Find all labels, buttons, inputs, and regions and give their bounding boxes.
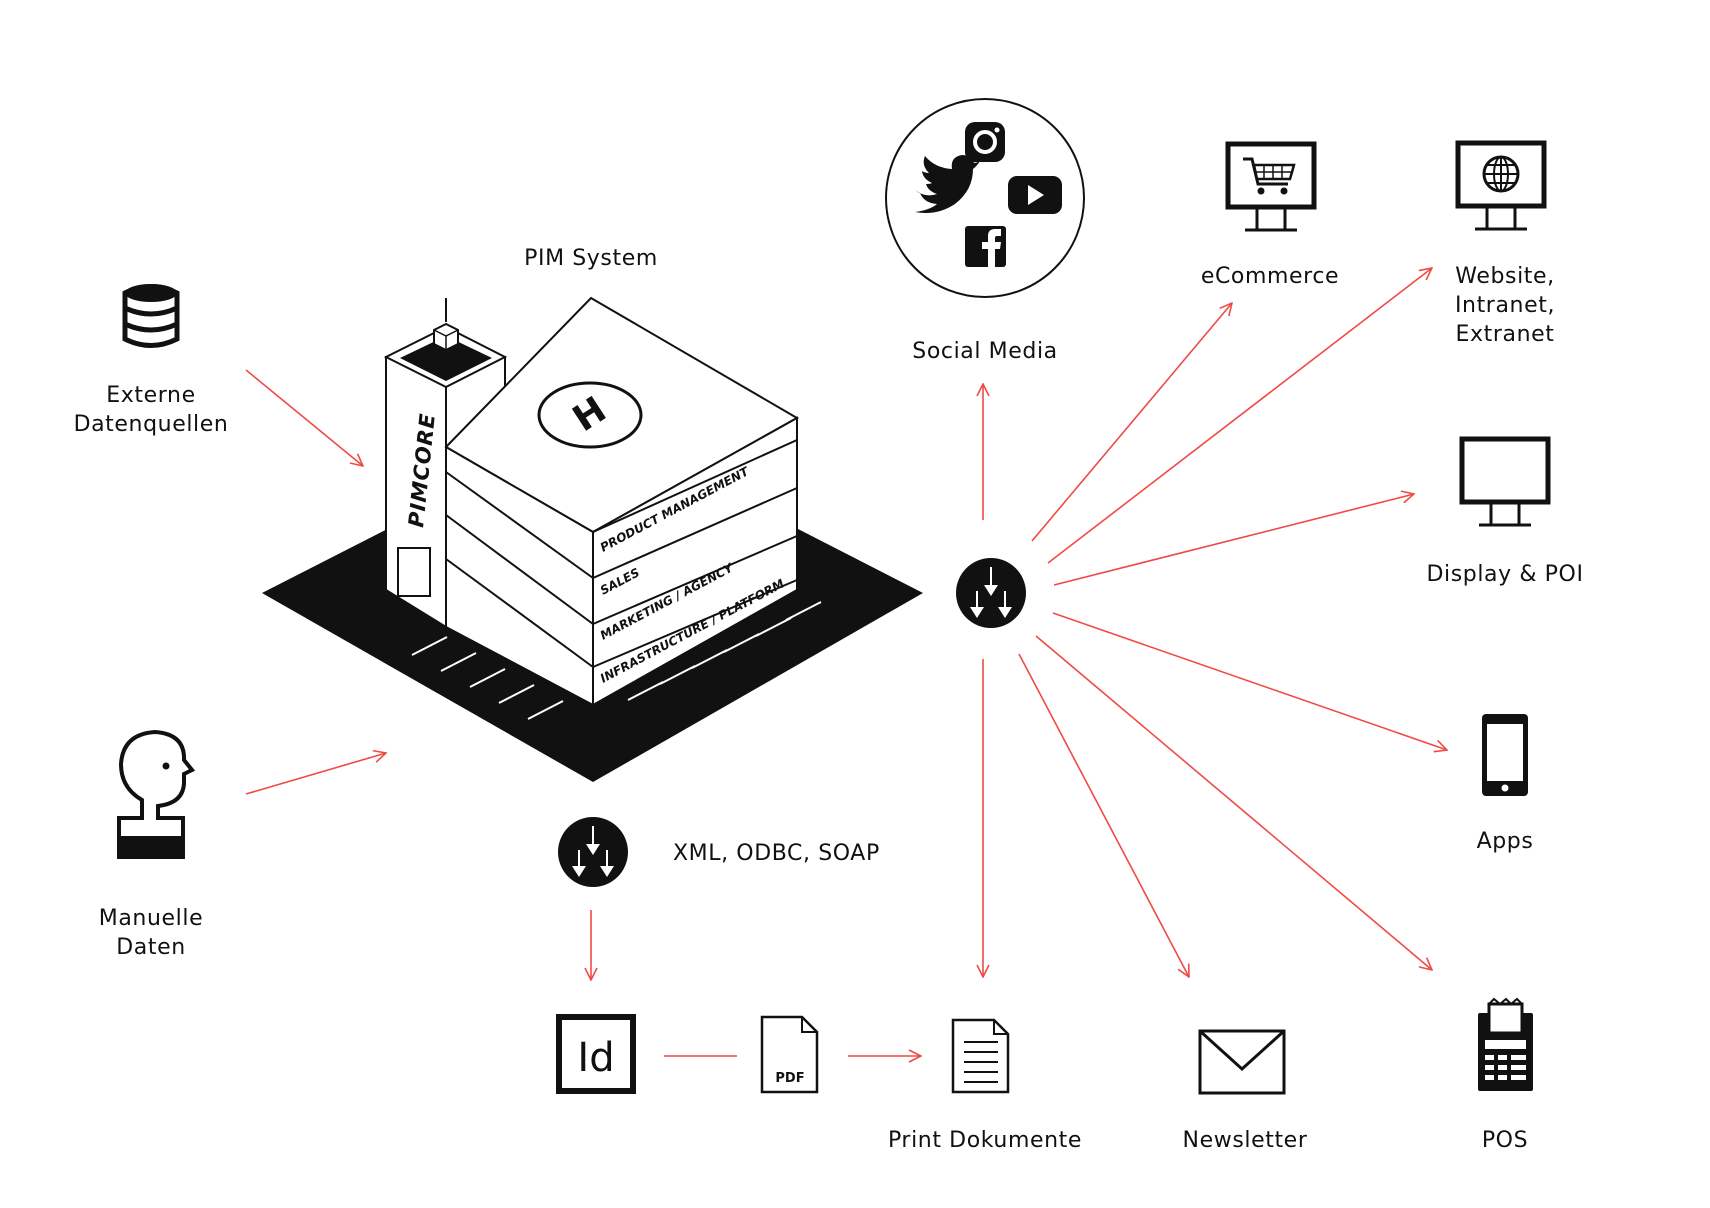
pdf-file-icon: PDF — [760, 1015, 819, 1094]
shopping-cart-icon — [1243, 157, 1296, 195]
arrow-hub-to-display — [1053, 494, 1414, 586]
arrow-hub-to-website — [1047, 268, 1432, 564]
externe-label-line2: Datenquellen — [74, 412, 229, 437]
globe-icon — [1482, 155, 1520, 193]
helipad — [537, 381, 643, 449]
interface-hub-icon — [558, 817, 628, 887]
website-label-line3: Extranet — [1456, 322, 1555, 347]
arrow-hub-to-ecommerce — [1031, 303, 1232, 542]
side-floor-lines — [445, 439, 798, 668]
arrow-hub-to-newsletter — [1018, 653, 1189, 977]
envelope-icon — [1198, 1029, 1286, 1095]
display-monitor-icon — [1459, 436, 1551, 527]
manuelle-label-line2: Daten — [116, 935, 186, 960]
indesign-label: Id — [577, 1035, 614, 1081]
apps-label: Apps — [1477, 829, 1534, 854]
newsletter-label: Newsletter — [1183, 1128, 1308, 1153]
indesign-icon: Id — [556, 1014, 636, 1094]
pdf-label: PDF — [775, 1071, 804, 1086]
facebook-icon — [965, 226, 1006, 267]
social-media-circle — [885, 98, 1085, 298]
print-label: Print Dokumente — [888, 1128, 1082, 1153]
instagram-icon — [965, 122, 1005, 162]
pos-label: POS — [1482, 1128, 1528, 1153]
arrow-externe-to-pim — [245, 369, 363, 466]
twitter-icon — [915, 155, 980, 213]
arrow-manuelle-to-pim — [245, 753, 386, 795]
interface-label: XML, ODBC, SOAP — [673, 841, 880, 866]
tower-door — [397, 547, 431, 597]
tower-roof-hatch — [400, 336, 492, 381]
database-icon — [122, 284, 180, 348]
pim-building: PIMCORE H PRODUCT MANAGEMENT SALES MARKE… — [262, 296, 923, 782]
manuelle-label-line1: Manuelle — [99, 906, 203, 931]
pim-system-title: PIM System — [524, 246, 658, 271]
pos-terminal-icon — [1478, 997, 1533, 1091]
social-media-label: Social Media — [912, 339, 1058, 364]
website-monitor-icon — [1455, 140, 1547, 231]
website-label-line2: Intranet, — [1455, 293, 1555, 318]
youtube-icon — [1008, 176, 1062, 214]
smartphone-icon — [1482, 714, 1528, 796]
ecommerce-label: eCommerce — [1201, 264, 1339, 289]
parking-lines — [411, 601, 822, 720]
distribution-hub-icon — [956, 558, 1026, 628]
connector-arrows — [245, 268, 1447, 1056]
person-icon — [117, 729, 196, 859]
ecommerce-monitor-icon — [1225, 141, 1317, 232]
arrow-hub-to-apps — [1052, 612, 1447, 750]
display-label: Display & POI — [1426, 562, 1583, 587]
externe-label-line1: Externe — [106, 383, 195, 408]
arrow-hub-to-pos — [1035, 635, 1432, 970]
website-label-line1: Website, — [1455, 264, 1555, 289]
print-document-icon — [951, 1018, 1010, 1094]
